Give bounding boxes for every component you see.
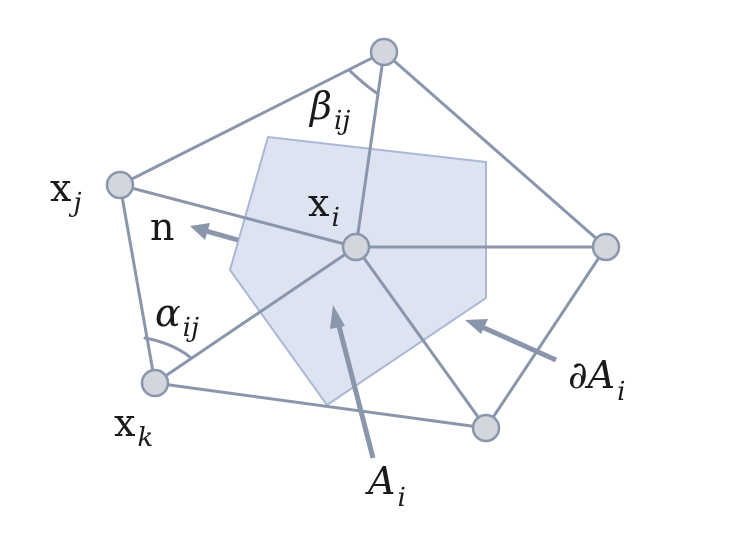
spoke-edges xyxy=(118,50,608,430)
spoke-top xyxy=(354,50,386,249)
spoke-xk xyxy=(153,245,358,385)
beta-angle-arc xyxy=(347,68,380,96)
label-x-j: xj xyxy=(50,166,82,218)
vertex-right xyxy=(591,232,621,262)
label-x-i: xi xyxy=(308,181,340,233)
label-alpha-ij: αij xyxy=(155,291,199,343)
label-boundary-dA-i: ∂Ai xyxy=(568,353,625,407)
label-x-k: xk xyxy=(114,401,153,453)
label-normal-n: n xyxy=(150,205,174,249)
edge-xj-top xyxy=(118,50,386,187)
boundary-arrow xyxy=(465,319,558,363)
region-A-i xyxy=(228,135,487,407)
vertex-x-k xyxy=(140,368,170,398)
area-arrow xyxy=(330,305,376,459)
vertex-x-j xyxy=(105,170,135,200)
vertex-x-i xyxy=(341,232,371,262)
label-A-i: Ai xyxy=(365,459,406,513)
edge-right-bottomright xyxy=(484,245,608,430)
vertices xyxy=(105,37,621,443)
label-beta-ij: βij xyxy=(308,84,350,136)
boundary-arrow-head xyxy=(465,319,488,334)
alpha-angle-arc xyxy=(143,336,192,359)
spoke-bottomright xyxy=(354,245,488,430)
normal-arrow-head xyxy=(190,223,210,240)
vertex-top xyxy=(369,37,399,67)
spoke-xj xyxy=(118,183,358,249)
edge-xk-xj xyxy=(118,183,157,385)
outer-edges xyxy=(118,50,608,430)
edge-bottomright-xk xyxy=(153,381,488,430)
normal-arrow xyxy=(190,223,239,243)
vertex-bottom-right xyxy=(471,413,501,443)
edge-top-right xyxy=(382,50,608,249)
area-arrow-head xyxy=(330,305,345,329)
